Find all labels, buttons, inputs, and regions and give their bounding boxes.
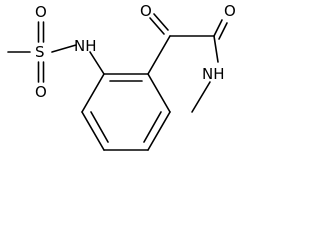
atom-sulfonamide-nitrogen: NH	[74, 37, 97, 55]
atom-amide-oxygen: O	[224, 2, 236, 20]
ring-bond-2	[147, 73, 171, 113]
bond-ring-keto	[147, 35, 171, 75]
molecule-diagram: S O O NH O O NH	[7, 2, 236, 151]
bond-amide-o-a	[213, 19, 223, 37]
ring-inner-double-3	[90, 111, 109, 143]
atom-sulfonyl-oxygen-top: O	[35, 3, 47, 21]
ring-inner-double-2	[143, 111, 162, 143]
atom-keto-oxygen: O	[140, 2, 152, 20]
ring-bond-6	[81, 73, 105, 113]
ring-bond-5	[81, 111, 105, 151]
atom-amide-nitrogen: NH	[202, 65, 225, 83]
bond-keto-o-b	[153, 13, 169, 31]
bond-n-ring	[89, 51, 105, 75]
atom-sulfur: S	[35, 43, 45, 61]
ring-bond-3	[147, 111, 171, 151]
bond-amide-n	[213, 35, 219, 63]
bond-amide-o-b	[218, 22, 228, 40]
atom-sulfonyl-oxygen-bottom: O	[35, 83, 47, 101]
bond-n-methyl	[191, 81, 211, 113]
bond-s-n	[51, 44, 77, 53]
bond-keto-o-a	[149, 17, 165, 35]
